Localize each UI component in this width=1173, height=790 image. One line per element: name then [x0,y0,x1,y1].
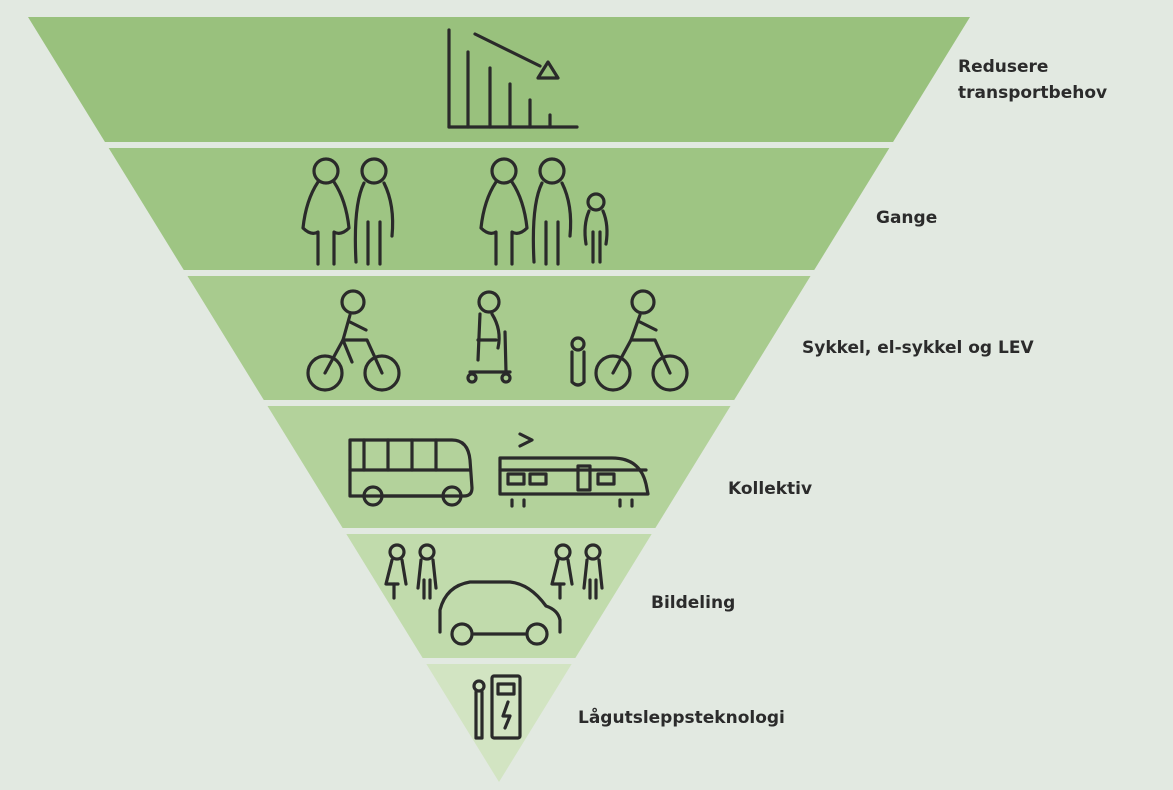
bicycle-icon [306,289,401,392]
tier-label-line: Sykkel, el-sykkel og LEV [802,338,1034,358]
pyramid-tier-1 [28,17,970,142]
pyramid-tier-5 [346,534,652,658]
tier-label-line: Gange [876,208,938,228]
pyramid-bands [28,17,970,782]
tier-label-line: Lågutsleppsteknologi [578,708,785,728]
tier-label-line: Redusere [958,57,1049,77]
people-pair-right-icon [550,543,604,600]
family-walking-icon [479,157,609,266]
e-bike-icon [570,289,689,392]
pyramid-tier-6 [426,664,572,782]
bus-icon [348,438,474,507]
charging-station-icon [472,674,522,740]
tier-label-line: transportbehov [958,82,1108,103]
couple-walking-icon [301,157,395,266]
tram-icon [498,432,650,508]
tier-label-line: Bildeling [651,593,736,613]
declining-bar-chart-icon [447,28,579,129]
scooter-icon [466,290,512,384]
tier-label-walking: Gange [876,206,937,232]
tier-label-public-transport: Kollektiv [728,477,812,503]
car-icon [438,580,562,646]
tier-label-low-emission-tech: Lågutsleppsteknologi [578,706,785,732]
tier-label-line: Kollektiv [728,479,813,499]
tier-label-cycling: Sykkel, el-sykkel og LEV [802,336,1034,362]
tier-label-reduce-transport: Redusere transportbehov [958,55,1107,106]
people-pair-left-icon [384,543,438,600]
pyramid-tier-2 [108,148,890,270]
tier-label-car-sharing: Bildeling [651,591,735,617]
